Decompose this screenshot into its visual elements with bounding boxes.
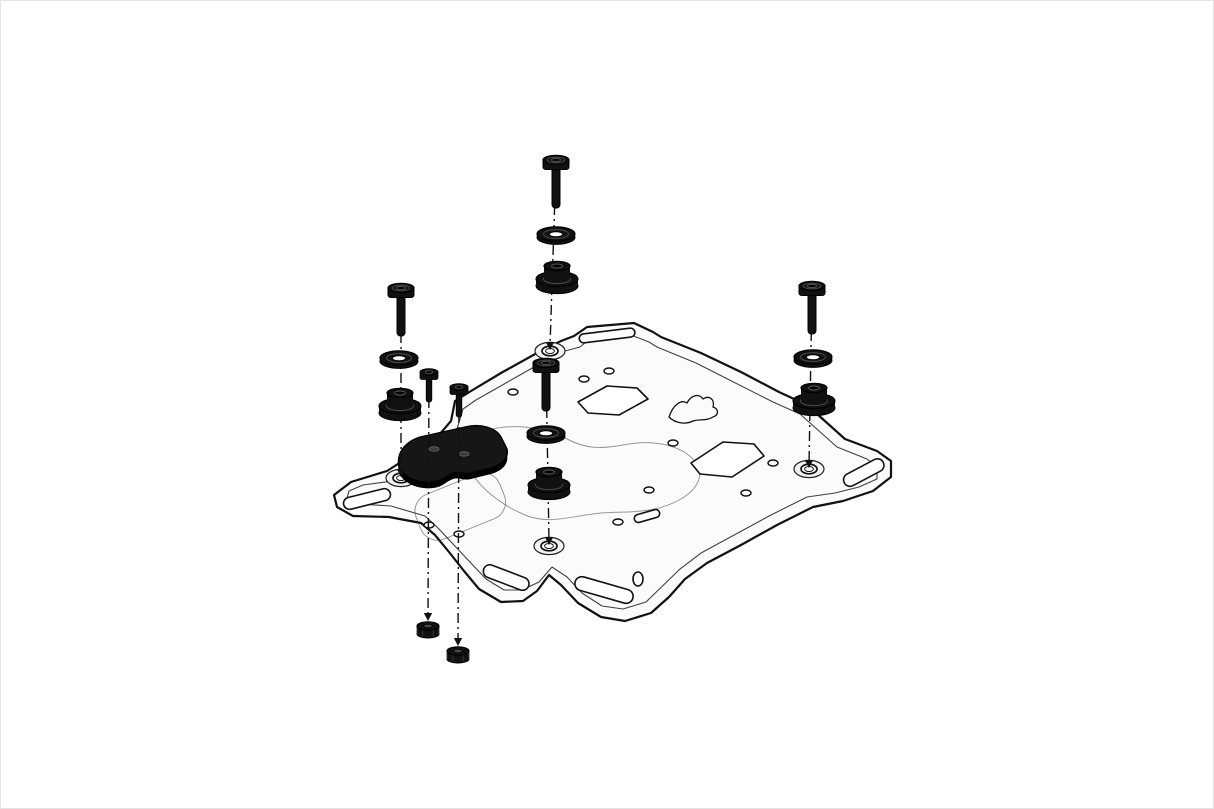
plate-hole	[603, 367, 615, 375]
cutout-upper-left	[577, 385, 649, 416]
cutout-upper-right	[690, 441, 765, 478]
spacer-plate	[397, 424, 509, 489]
plate-hole	[643, 486, 655, 494]
plate-hole	[667, 439, 679, 447]
flat-head-bolt-top	[542, 154, 570, 209]
spacer-plate-hole-front	[428, 446, 440, 452]
spacer-plate-top	[397, 424, 509, 484]
flat-head-bolt-right	[798, 280, 826, 335]
guide-arrow	[453, 638, 463, 646]
rack-plate-recess-contour	[465, 426, 701, 521]
plate-hole	[612, 518, 624, 526]
rack-plate	[332, 321, 893, 623]
pan-head-screw-front	[419, 368, 439, 403]
spacer-plate-hole-rear	[458, 451, 470, 457]
washer-left	[379, 350, 419, 369]
logo-mark	[668, 394, 719, 424]
plate-hole	[767, 459, 779, 467]
flange-nut-front	[416, 621, 440, 639]
cutout-small-oval	[632, 571, 644, 587]
cutout-center-small-slot	[633, 508, 661, 524]
guide-arrow	[423, 613, 433, 621]
washer-center	[526, 425, 566, 444]
cutout-bottom-left-slot	[482, 563, 530, 592]
rack-plate-cutouts	[342, 327, 885, 605]
plate-hole	[578, 375, 590, 383]
assembly-guide-line-adapter-rear	[457, 392, 460, 644]
flat-head-bolt-left	[387, 282, 415, 337]
cutout-top-tab-slot	[578, 327, 636, 344]
assembly-guide-line-adapter-front	[427, 377, 430, 619]
adapter-recess-contour	[414, 472, 507, 541]
plate-hole	[507, 388, 519, 396]
rubber-grommet-right	[792, 382, 836, 417]
cutout-right-arm-slot	[842, 457, 885, 488]
cutout-left-arm-slot	[342, 487, 392, 511]
rubber-grommet-left	[378, 387, 422, 422]
plate-hole	[740, 489, 752, 497]
cutout-bottom-arm-slot	[574, 575, 634, 605]
washer-right	[793, 349, 833, 368]
flange-nut-rear	[446, 646, 470, 664]
rubber-grommet-top	[535, 260, 579, 295]
washer-top	[536, 226, 576, 245]
